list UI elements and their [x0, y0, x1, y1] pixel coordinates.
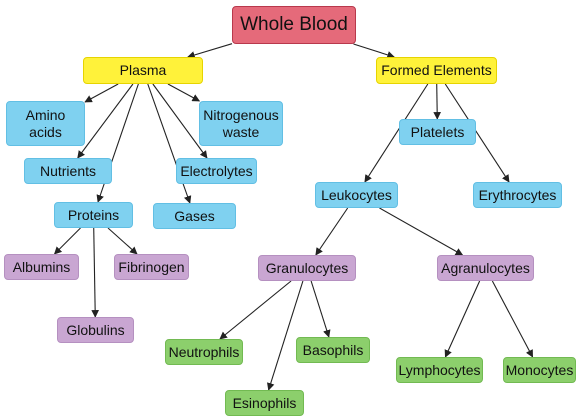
arrow-granulocytes-to-esinophils [267, 280, 304, 391]
arrow-leukocytes-to-granulocytes [315, 207, 349, 256]
arrow-granulocytes-to-basophils [310, 280, 331, 338]
node-nitrogenous-waste: Nitrogenous waste [199, 101, 283, 146]
node-plasma: Plasma [83, 57, 203, 84]
node-nutrients: Nutrients [24, 158, 112, 184]
arrow-plasma-to-proteins [96, 83, 139, 203]
node-monocytes: Monocytes [503, 357, 576, 383]
arrow-proteins-to-fibrinogen [107, 227, 138, 255]
arrow-agranulocytes-to-monocytes [491, 280, 534, 358]
node-erythrocytes: Erythrocytes [473, 182, 562, 208]
arrow-formed_elements-to-erythrocytes [444, 83, 510, 183]
arrow-proteins-to-albumins [53, 227, 81, 255]
node-platelets: Platelets [399, 119, 476, 145]
node-whole-blood: Whole Blood [232, 6, 356, 44]
node-basophils: Basophils [296, 337, 370, 363]
node-agranulocytes: Agranulocytes [437, 255, 534, 281]
node-gases: Gases [153, 203, 236, 229]
arrow-agranulocytes-to-lymphocytes [444, 280, 481, 358]
arrow-whole_blood-to-formed_elements [353, 43, 395, 59]
arrow-plasma-to-gases [147, 83, 192, 204]
node-amino-acids: Amino acids [6, 101, 85, 146]
arrow-formed_elements-to-leukocytes [364, 83, 429, 183]
arrow-plasma-to-amino_acids [84, 83, 119, 103]
arrow-formed_elements-to-platelets [433, 83, 442, 120]
arrow-proteins-to-globulins [91, 227, 100, 318]
node-formed-elements: Formed Elements [376, 57, 497, 84]
node-proteins: Proteins [54, 202, 133, 228]
node-neutrophils: Neutrophils [165, 339, 243, 365]
arrow-plasma-to-electrolytes [152, 83, 208, 159]
arrow-whole_blood-to-plasma [187, 43, 233, 59]
node-globulins: Globulins [57, 317, 134, 343]
node-leukocytes: Leukocytes [315, 182, 398, 208]
node-fibrinogen: Fibrinogen [114, 254, 189, 280]
node-granulocytes: Granulocytes [258, 255, 356, 281]
node-lymphocytes: Lymphocytes [396, 357, 483, 383]
node-electrolytes: Electrolytes [176, 158, 257, 184]
node-albumins: Albumins [4, 254, 79, 280]
arrow-plasma-to-nutrients [77, 83, 134, 159]
arrow-granulocytes-to-neutrophils [219, 280, 292, 340]
arrow-leukocytes-to-agranulocytes [379, 207, 464, 256]
node-esinophils: Esinophils [225, 390, 304, 416]
arrow-plasma-to-nitrogenous_waste [167, 83, 201, 102]
